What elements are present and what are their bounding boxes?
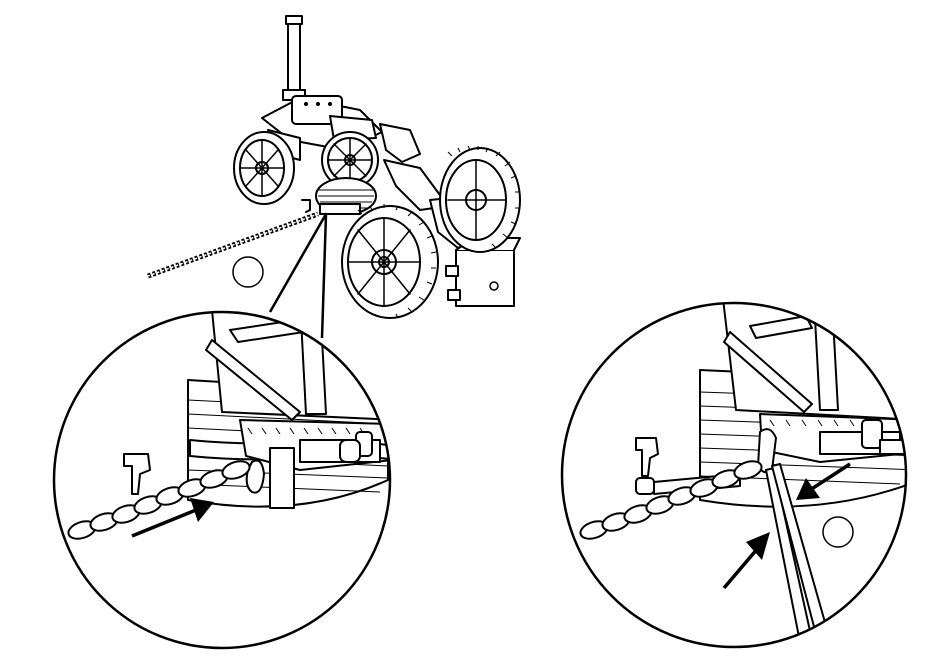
detail-left bbox=[54, 290, 420, 648]
engine-illustration bbox=[234, 16, 520, 318]
front-axle-icon bbox=[316, 178, 376, 214]
rear-left-wheel-icon bbox=[234, 132, 294, 204]
chimney-icon bbox=[283, 16, 305, 100]
overview-hook-icon bbox=[302, 200, 310, 212]
callout-pointer bbox=[270, 214, 326, 338]
front-wheel-icon bbox=[342, 204, 438, 318]
blank-marker-circle bbox=[233, 257, 263, 287]
rear-right-wheel-icon bbox=[440, 146, 520, 252]
detail-right bbox=[562, 290, 940, 647]
